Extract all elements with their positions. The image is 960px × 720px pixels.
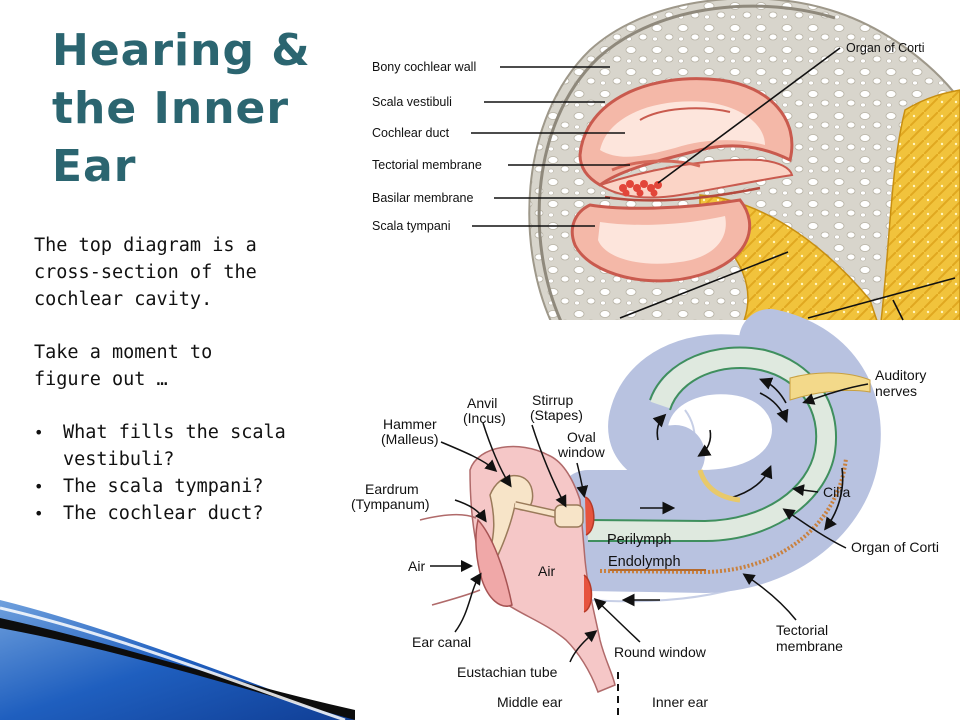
label-tectorial-membrane: Tectorial membrane [372, 158, 482, 172]
label-oval-window-1: Oval [567, 429, 596, 445]
question-item: The cochlear duct? [34, 500, 334, 527]
label-inner-ear: Inner ear [652, 694, 708, 710]
label-basilar-membrane: Basilar membrane [372, 191, 473, 205]
intro-line: cochlear cavity. [34, 289, 213, 310]
title-line: the Inner [52, 83, 290, 134]
slide-body: The top diagram is a cross-section of th… [34, 232, 334, 527]
label-eustachian-tube: Eustachian tube [457, 664, 558, 680]
label-middle-ear: Middle ear [497, 694, 563, 710]
label-organ-of-corti-bottom: Organ of Corti [851, 539, 939, 555]
label-oval-window-2: window [557, 444, 606, 460]
label-bony-cochlear-wall: Bony cochlear wall [372, 60, 476, 74]
corner-swoosh-decoration [0, 600, 355, 720]
label-endolymph: Endolymph [608, 554, 681, 570]
question-list: What fills the scala vestibuli? The scal… [34, 419, 334, 527]
label-cochlear-duct: Cochlear duct [372, 126, 450, 140]
label-tectorial-1: Tectorial [776, 622, 828, 638]
intro-line: The top diagram is a [34, 235, 257, 256]
label-air-middle: Air [538, 563, 555, 579]
label-cilia: Cilia [823, 484, 850, 500]
label-hammer-2: (Malleus) [381, 431, 439, 447]
title-line: Ear [52, 141, 137, 192]
question-line: The scala tympani? [63, 476, 264, 497]
intro-line: cross-section of the [34, 262, 257, 283]
label-eardrum-2: (Tympanum) [351, 496, 430, 512]
label-scala-tympani: Scala tympani [372, 219, 451, 233]
question-line: vestibuli? [63, 449, 175, 470]
label-ear-canal: Ear canal [412, 634, 471, 650]
prompt-line: Take a moment to [34, 342, 213, 363]
label-hammer-1: Hammer [383, 416, 437, 432]
label-air-outer: Air [408, 558, 425, 574]
label-stirrup-2: (Stapes) [530, 407, 583, 423]
label-organ-of-corti-top: Organ of Corti [846, 41, 925, 55]
label-anvil-2: (Incus) [463, 410, 506, 426]
question-line: What fills the scala [63, 422, 286, 443]
label-auditory-nerves-1: Auditory [875, 367, 926, 383]
label-round-window: Round window [614, 644, 707, 660]
question-line: The cochlear duct? [63, 503, 264, 524]
question-item: What fills the scala vestibuli? [34, 419, 334, 473]
label-anvil-1: Anvil [467, 395, 497, 411]
label-scala-vestibuli: Scala vestibuli [372, 95, 452, 109]
slide-title: Hearing & the Inner Ear [52, 22, 322, 196]
label-stirrup-1: Stirrup [532, 392, 573, 408]
title-line: Hearing & [52, 25, 311, 76]
label-perilymph: Perilymph [607, 532, 671, 548]
prompt-line: figure out … [34, 369, 168, 390]
label-auditory-nerves-2: nerves [875, 383, 917, 399]
label-tectorial-2: membrane [776, 638, 843, 654]
label-eardrum-1: Eardrum [365, 481, 419, 497]
question-item: The scala tympani? [34, 473, 334, 500]
